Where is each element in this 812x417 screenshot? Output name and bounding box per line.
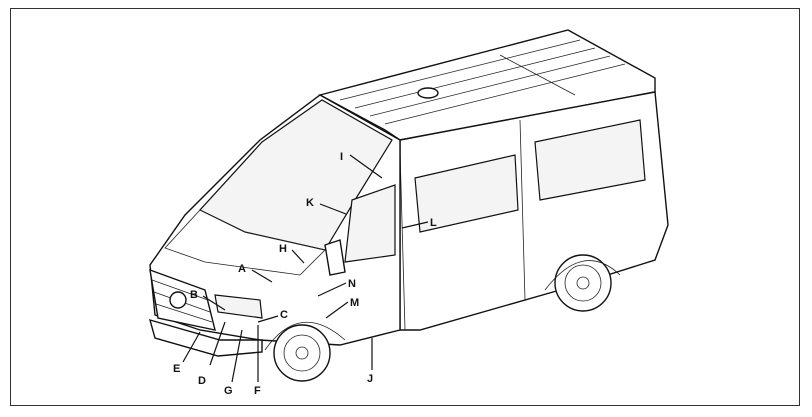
label-f: F [254,385,261,397]
front-wheel [273,324,331,382]
callout-leaders [182,154,429,383]
front-wheel-arch [264,321,346,351]
label-d: D [198,375,206,387]
label-e: E [173,363,180,375]
label-l: L [430,217,437,229]
label-n: N [348,278,356,290]
mercedes-star-emblem [169,291,187,309]
label-j: J [367,373,373,385]
side-window-middle [414,154,519,233]
hood-outline [164,209,326,276]
rear-wheel [554,254,612,312]
rear-wheel-arch [544,260,621,291]
label-m: M [350,297,359,309]
side-mirror [324,239,346,276]
label-h: H [279,243,287,255]
sliding-door-outline [399,119,526,331]
label-b: B [190,289,198,301]
label-c: C [280,309,288,321]
label-g: G [224,385,233,397]
front-door-window [344,184,396,263]
front-bumper [148,318,263,357]
label-k: K [306,197,314,209]
roof-ribs [339,39,626,125]
label-a: A [238,263,246,275]
label-i: I [340,151,343,163]
headlight [214,294,263,319]
roof-antenna [417,87,439,99]
side-window-rear [534,119,646,201]
